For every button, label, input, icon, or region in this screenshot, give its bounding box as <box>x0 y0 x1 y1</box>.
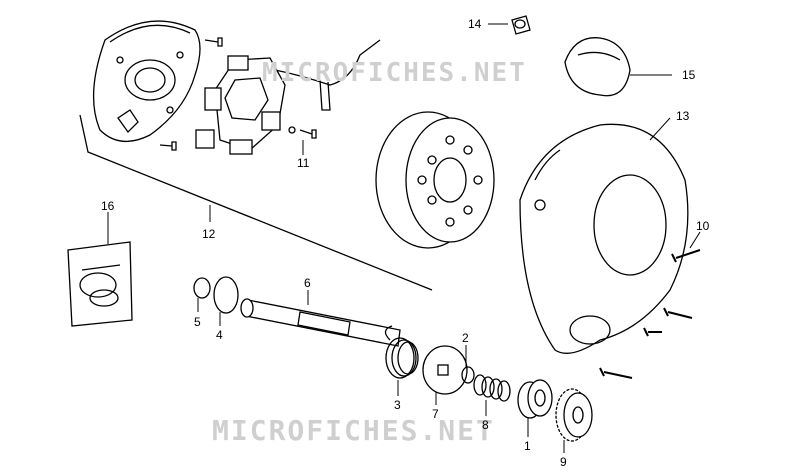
part-10-bolts <box>599 249 701 379</box>
part-13-cover <box>519 123 689 354</box>
callout-10: 10 <box>696 219 710 233</box>
callout-9: 9 <box>560 455 567 469</box>
callout-7: 7 <box>432 407 439 421</box>
part-3-spring <box>384 325 419 379</box>
part-7-plate <box>422 345 468 395</box>
part-11-screw <box>288 126 317 139</box>
part-16-gasket-kit <box>67 241 133 327</box>
part-5-circlip <box>193 277 211 299</box>
part-6-shaft <box>240 298 401 347</box>
callout-3: 3 <box>394 398 401 412</box>
part-8-spring <box>473 374 511 402</box>
callout-13: 13 <box>676 109 690 123</box>
part-14-nut <box>511 15 531 35</box>
stator-coils <box>195 39 381 155</box>
screw-small-top <box>204 37 223 47</box>
callout-12: 12 <box>202 227 216 241</box>
callout-14: 14 <box>468 17 482 31</box>
part-2-clip <box>461 366 475 384</box>
callout-5: 5 <box>194 315 201 329</box>
flywheel-rotor <box>375 111 495 249</box>
part-12-bracket-line <box>79 114 433 291</box>
callout-15: 15 <box>682 68 696 82</box>
callout-1: 1 <box>524 439 531 453</box>
callout-6: 6 <box>304 276 311 290</box>
part-1-sleeve <box>517 379 553 419</box>
callout-2: 2 <box>462 331 469 345</box>
callout-8: 8 <box>482 418 489 432</box>
part-4-washer <box>213 276 239 314</box>
part-15-pad <box>564 37 631 97</box>
leader-lines <box>107 23 701 453</box>
stator-base-plate <box>92 20 201 142</box>
watermark-bottom: MICROFICHES.NET <box>212 414 495 447</box>
watermark-top: MICROFICHES.NET <box>262 58 527 88</box>
callout-4: 4 <box>216 328 223 342</box>
callout-11: 11 <box>297 156 310 170</box>
callout-16: 16 <box>101 199 115 213</box>
part-9-gear <box>555 388 593 442</box>
screw-small-left <box>159 141 177 151</box>
